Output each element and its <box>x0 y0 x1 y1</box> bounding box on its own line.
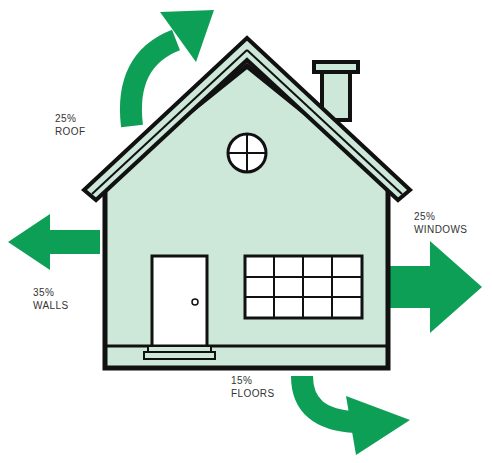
floor-arrow-head <box>346 396 410 455</box>
window-arrow-head <box>430 241 482 333</box>
window-bar <box>246 134 248 172</box>
roof-arrow-head <box>160 10 214 62</box>
roof <box>84 38 410 200</box>
house-wall <box>105 66 388 368</box>
window-grid <box>245 256 362 318</box>
wall-arrow-head <box>8 214 50 270</box>
step <box>144 352 215 359</box>
chimney-cap <box>314 62 358 72</box>
door <box>152 256 207 346</box>
window <box>245 256 362 318</box>
door-knob <box>192 299 198 305</box>
roof-line <box>247 50 402 194</box>
roof-line <box>92 50 247 194</box>
round-window <box>228 134 266 172</box>
wall-arrow-shaft <box>46 230 100 254</box>
percent-label: 35% WALLS <box>33 286 69 312</box>
percent-label: 25% WINDOWS <box>414 210 467 236</box>
percent-label: 15% FLOORS <box>231 374 275 400</box>
percent-label: 25% ROOF <box>55 112 85 138</box>
